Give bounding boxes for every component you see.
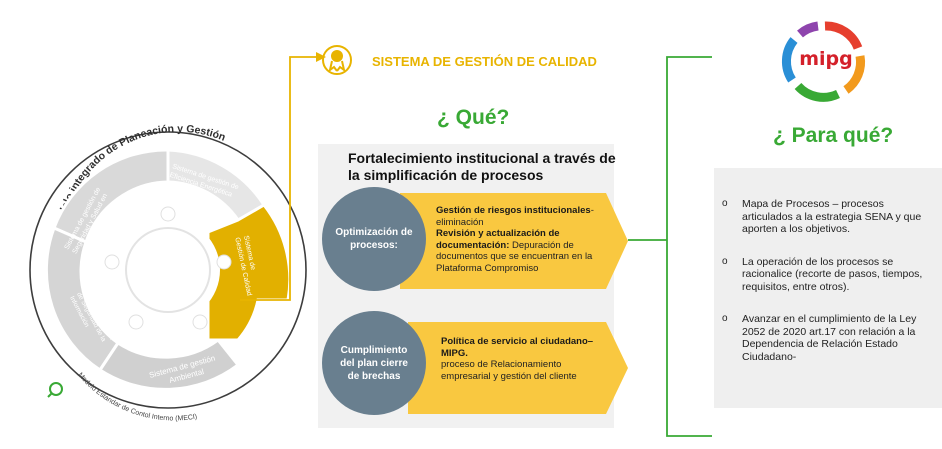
gap-plan-text: Política de servicio al ciudadano–MIPG. …	[441, 336, 601, 382]
mipg-logo-text: mipg	[799, 48, 853, 70]
optimization-box	[400, 193, 606, 289]
gap-plan-box-arrow	[606, 322, 628, 414]
que-title: ¿ Qué?	[437, 106, 510, 129]
gap-plan-label: Cumplimiento del plan cierre de brechas	[322, 311, 426, 415]
citizen-policy-text: proceso de Relacionamiento empresarial y…	[441, 359, 577, 382]
mipg-logo-icon	[781, 21, 866, 102]
optimization-text: Gestión de riesgos institucionales-elimi…	[436, 205, 601, 274]
optimization-box-arrow	[606, 193, 628, 289]
bullet-marker: o	[722, 313, 728, 324]
doc-review-text: Depuración de documentos que se encuentr…	[436, 239, 593, 274]
citizen-policy-label: Política de servicio al ciudadano–MIPG.	[441, 336, 594, 359]
para-que-title: ¿ Para qué?	[773, 124, 894, 147]
quality-system-title: SISTEMA DE GESTIÓN DE CALIDAD	[372, 54, 597, 69]
risk-management-label: Gestión de riesgos institucionales	[436, 205, 591, 216]
para-que-panel	[714, 168, 942, 408]
doc-review-label: Revisión y actualización de documentació…	[436, 228, 560, 251]
medal-icon	[322, 45, 352, 75]
segment-information	[44, 225, 121, 373]
risk-management-text: -eliminación	[436, 205, 594, 228]
mipg-model-diagram: Modelo integrado de Planeación y Gestión…	[8, 110, 320, 430]
segment-environment	[97, 337, 241, 391]
gap-plan-box	[408, 322, 606, 414]
optimization-label: Optimización de procesos:	[322, 187, 426, 291]
que-heading: Fortalecimiento institucional a través d…	[348, 150, 616, 183]
segment-sst	[52, 148, 170, 245]
bullet-marker: o	[722, 198, 728, 209]
bullet-marker: o	[722, 255, 728, 267]
search-magnifier-icon	[47, 382, 63, 398]
